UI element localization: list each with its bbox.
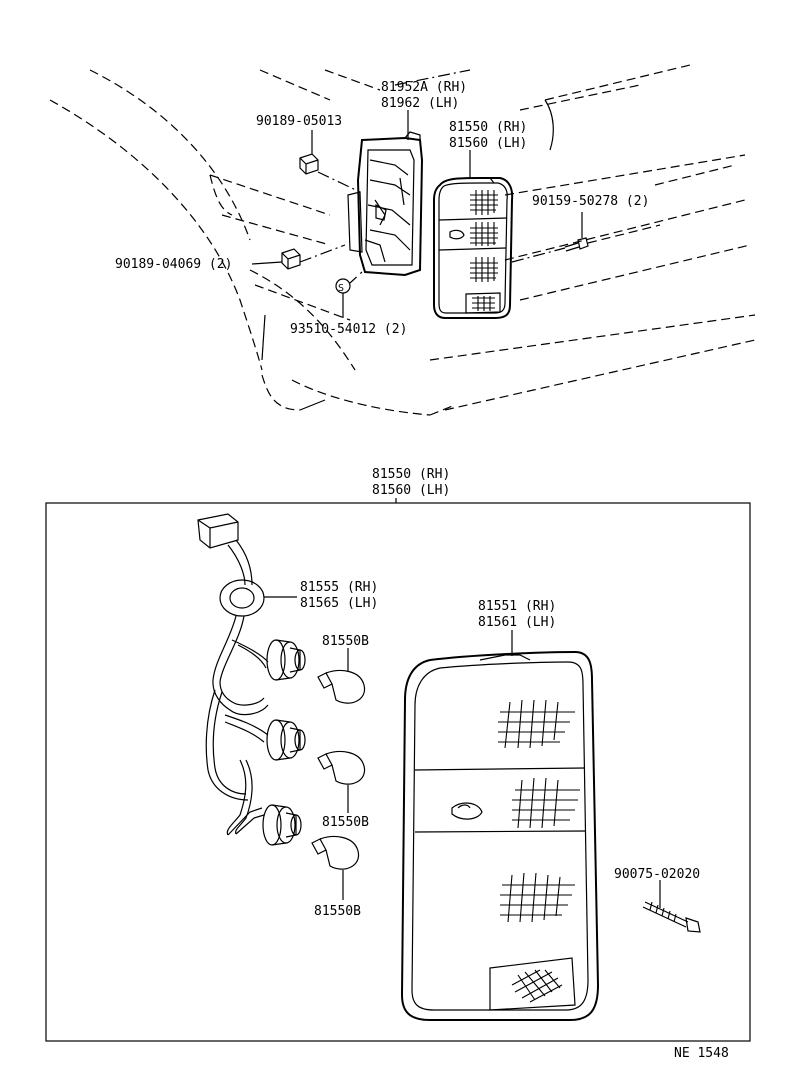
label-lamp-lh: 81560 (LH) bbox=[449, 136, 527, 151]
label-lens-rh: 81551 (RH) bbox=[478, 599, 556, 614]
figure-code: NE 1548 bbox=[674, 1046, 729, 1061]
wire-harness bbox=[197, 513, 269, 836]
lamp-lens bbox=[400, 650, 600, 1021]
label-nut: 93510-54012 (2) bbox=[290, 322, 407, 337]
label-housing-lh: 81962 (LH) bbox=[381, 96, 459, 111]
label-housing-rh: 81952A (RH) bbox=[381, 80, 467, 95]
clip-lower-icon bbox=[281, 248, 301, 270]
bulb-2-icon bbox=[317, 751, 366, 785]
bulb-3-icon bbox=[311, 836, 360, 870]
label-bulb-1: 81550B bbox=[322, 634, 369, 649]
socket-2 bbox=[266, 719, 306, 761]
label-screw-upper: 90159-50278 (2) bbox=[532, 194, 649, 209]
screw-upper-icon bbox=[564, 237, 589, 252]
bulb-1-icon bbox=[317, 670, 366, 704]
label-lens-lh: 81561 (LH) bbox=[478, 615, 556, 630]
label-socket-rh: 81555 (RH) bbox=[300, 580, 378, 595]
socket-3 bbox=[262, 804, 302, 846]
label-clip-lower: 90189-04069 (2) bbox=[115, 257, 232, 272]
lower-exploded-view: 81550 (RH) 81560 (LH) bbox=[45, 467, 751, 1042]
leader-lines-upper bbox=[251, 110, 661, 318]
screw-lower-icon bbox=[642, 901, 701, 933]
label-socket-lh: 81565 (LH) bbox=[300, 596, 378, 611]
label-screw-lower: 90075-02020 bbox=[614, 867, 700, 882]
vehicle-body-outline bbox=[49, 64, 756, 416]
clip-upper-icon bbox=[299, 153, 319, 175]
nut-symbol: S bbox=[338, 283, 344, 294]
tail-lamp-assembly-upper bbox=[433, 177, 514, 319]
exploded-view-frame bbox=[45, 502, 751, 1042]
header-lamp-lh: 81560 (LH) bbox=[372, 483, 450, 498]
label-clip-upper: 90189-05013 bbox=[256, 114, 342, 129]
header-lamp-rh: 81550 (RH) bbox=[372, 467, 450, 482]
label-lamp-rh: 81550 (RH) bbox=[449, 120, 527, 135]
label-bulb-2: 81550B bbox=[322, 815, 369, 830]
leader-lines-lower bbox=[264, 596, 661, 908]
grommet bbox=[219, 579, 265, 617]
socket-1 bbox=[266, 639, 306, 681]
upper-assembly-view: 81952A (RH) 81962 (LH) 90189-05013 81550… bbox=[49, 64, 756, 416]
lamp-housing-bracket bbox=[347, 131, 424, 277]
label-bulb-3: 81550B bbox=[314, 904, 361, 919]
